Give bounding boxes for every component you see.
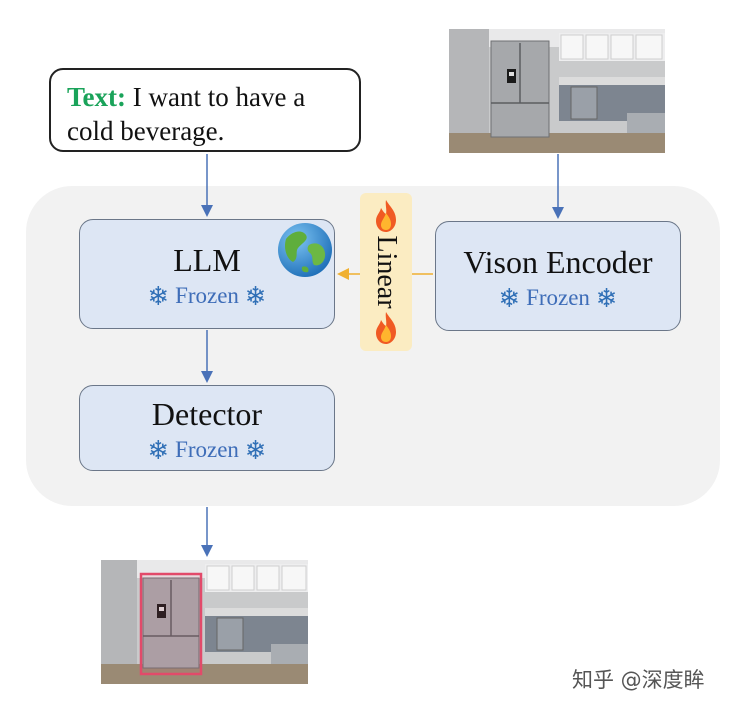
snowflake-icon: ❄ [595, 284, 618, 314]
snowflake-icon: ❄ [147, 282, 170, 312]
vision-encoder-frozen-status: ❄ Frozen ❄ [436, 284, 680, 313]
vision-encoder-box: Vison Encoder ❄ Frozen ❄ [435, 221, 681, 331]
detector-title: Detector [151, 396, 263, 432]
llm-title: LLM [173, 242, 241, 278]
input-text-box: Text: I want to have a cold beverage. [49, 68, 361, 152]
llm-frozen-status: ❄ Frozen ❄ [80, 282, 334, 311]
watermark: 知乎 @深度眸 [572, 668, 705, 692]
detector-frozen-label: Frozen [175, 437, 239, 462]
kitchen-photo-input [449, 29, 665, 153]
input-text-content: I want to have a cold beverage. [67, 82, 306, 146]
kitchen-photo-output [101, 560, 308, 684]
snowflake-icon: ❄ [147, 436, 170, 466]
linear-projection [360, 193, 412, 351]
globe-icon [276, 221, 334, 279]
detection-box [139, 572, 203, 676]
detector-frozen-status: ❄ Frozen ❄ [80, 436, 334, 465]
snowflake-icon: ❄ [244, 282, 267, 312]
snowflake-icon: ❄ [498, 284, 521, 314]
fire-icon [376, 312, 396, 344]
input-text-label: Text: [67, 82, 126, 112]
vision-encoder-frozen-label: Frozen [526, 285, 590, 310]
detector-box: Detector ❄ Frozen ❄ [79, 385, 335, 471]
snowflake-icon: ❄ [244, 436, 267, 466]
llm-frozen-label: Frozen [175, 283, 239, 308]
linear-label: Linear [371, 235, 402, 309]
fire-icon [376, 200, 396, 232]
vision-encoder-title: Vison Encoder [463, 244, 653, 280]
